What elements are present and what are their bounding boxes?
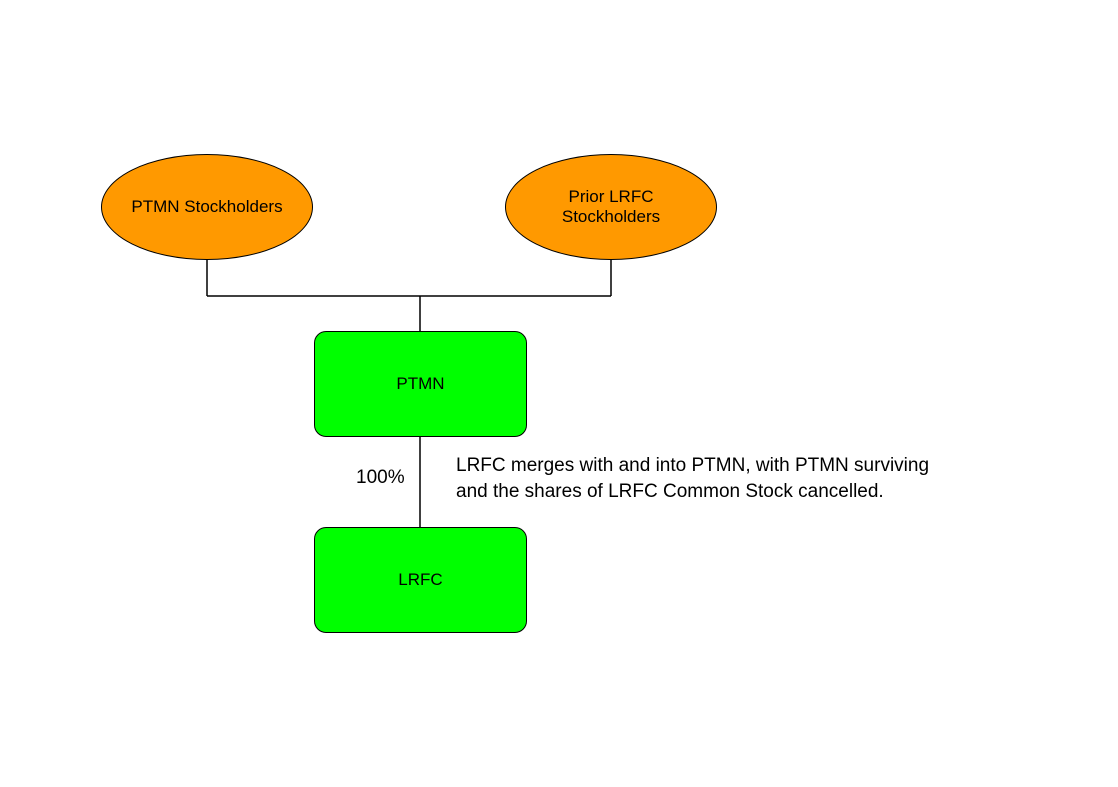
lrfc-node: LRFC <box>314 527 527 633</box>
merger-note: LRFC merges with and into PTMN, with PTM… <box>456 453 929 505</box>
ptmn-node: PTMN <box>314 331 527 437</box>
merger-note-line-2: and the shares of LRFC Common Stock canc… <box>456 481 884 502</box>
prior-lrfc-stockholders-label: Prior LRFC Stockholders <box>561 187 661 226</box>
ownership-percentage-label: 100% <box>356 467 405 488</box>
merger-note-line-1: LRFC merges with and into PTMN, with PTM… <box>456 455 930 476</box>
prior-lrfc-stockholders-node: Prior LRFC Stockholders <box>505 154 717 260</box>
lrfc-label: LRFC <box>398 570 443 589</box>
ptmn-stockholders-node: PTMN Stockholders <box>101 154 313 260</box>
ptmn-stockholders-label: PTMN Stockholders <box>131 197 283 216</box>
ptmn-label: PTMN <box>396 374 445 393</box>
